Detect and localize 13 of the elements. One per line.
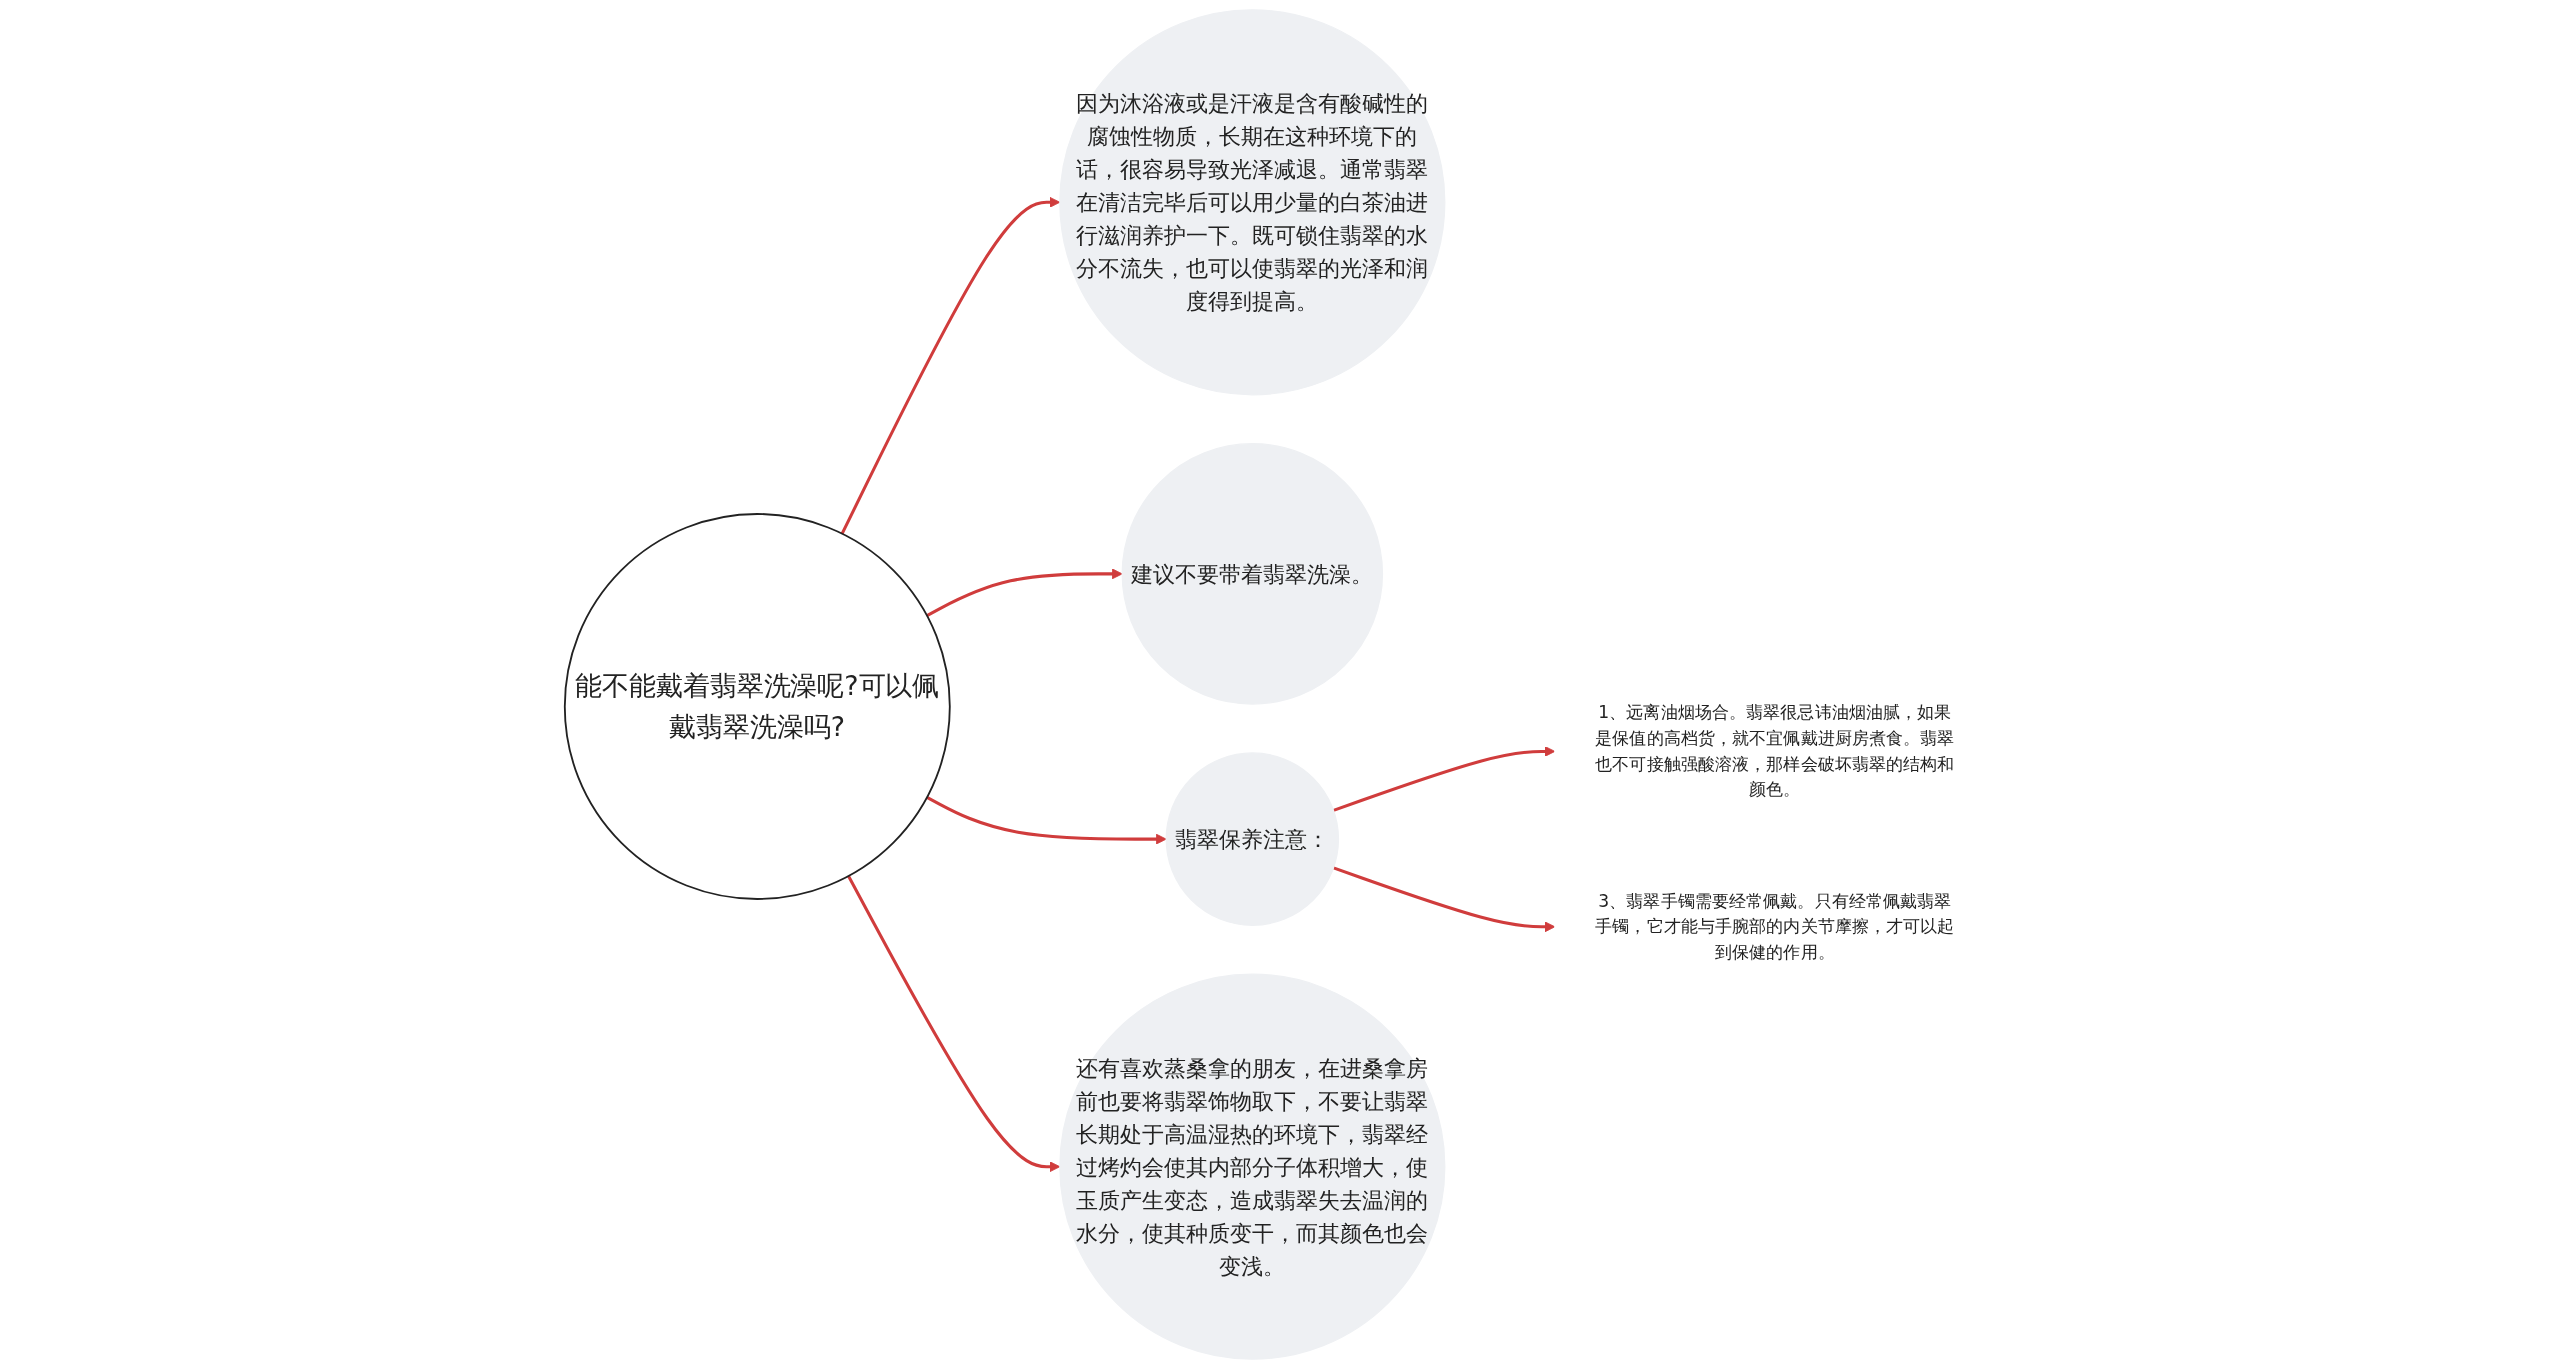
arrow — [926, 568, 1123, 617]
arrow — [847, 875, 1061, 1173]
node-circle: 翡翠保养注意： — [1165, 752, 1340, 926]
arrow — [1333, 746, 1556, 812]
node-text: 3、翡翠手镯需要经常佩戴。只有经常佩戴翡翠手镯，它才能与手腕部的内关节摩擦，才可以起到保健的作用。 — [1595, 890, 1955, 962]
node-text: 1、远离油烟场合。翡翠很忌讳油烟油腻，如果是保值的高档货，就不宜佩戴进厨房煮食。翡翠也不可接触强酸溶液，那样会破坏翡翠的结构和颜色。 — [1595, 702, 1955, 800]
arrow — [1333, 866, 1556, 933]
arrow — [926, 796, 1167, 845]
node-circle: 能不能戴着翡翠洗澡呢?可以佩戴翡翠洗澡吗? — [564, 513, 951, 900]
node-circle: 因为沐浴液或是汗液是含有酸碱性的腐蚀性物质，长期在这种环境下的话，很容易导致光泽减退。通常翡翠在清洁完毕后可以用少量的白茶油进行滋润养护一下。既可锁住翡翠的水分不流失，也可以使翡翠的光泽和润度得到提高。 — [1059, 9, 1446, 396]
node-circle: 建议不要带着翡翠洗澡。 — [1121, 443, 1384, 705]
arrow — [840, 196, 1061, 535]
node-circle: 还有喜欢蒸桑拿的朋友，在进桑拿房前也要将翡翠饰物取下，不要让翡翠长期处于高温湿热的环境下，翡翠经过烤灼会使其内部分子体积增大，使玉质产生变态，造成翡翠失去温润的水分，使其种质变干，而其颜色也会变浅。 — [1059, 973, 1446, 1360]
